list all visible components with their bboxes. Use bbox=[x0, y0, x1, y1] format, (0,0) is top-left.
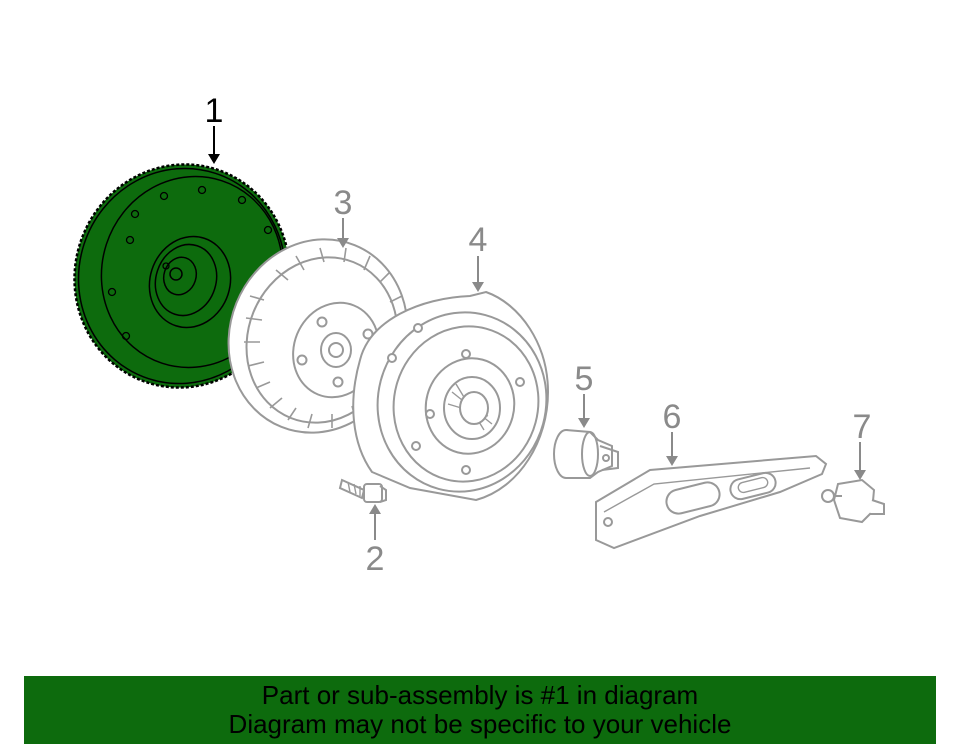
callout-4-label: 4 bbox=[469, 221, 488, 259]
part-7-pivot[interactable] bbox=[821, 478, 885, 524]
callout-1[interactable]: 1 bbox=[205, 92, 224, 164]
info-banner: Part or sub-assembly is #1 in diagram Di… bbox=[24, 676, 936, 744]
callout-2[interactable]: 2 bbox=[366, 504, 385, 578]
part-5-release-bearing[interactable] bbox=[553, 429, 619, 479]
part-4-pressure-plate[interactable] bbox=[352, 290, 566, 511]
banner-line-1: Part or sub-assembly is #1 in diagram bbox=[261, 680, 699, 710]
callout-7-label: 7 bbox=[853, 408, 872, 446]
callout-1-label: 1 bbox=[205, 92, 224, 130]
callout-3[interactable]: 3 bbox=[334, 184, 353, 248]
callout-6-label: 6 bbox=[663, 398, 682, 436]
callout-2-label: 2 bbox=[366, 540, 385, 578]
callout-7[interactable]: 7 bbox=[853, 408, 872, 480]
callout-5[interactable]: 5 bbox=[575, 360, 594, 428]
callout-6[interactable]: 6 bbox=[663, 398, 682, 466]
part-2-bolt[interactable] bbox=[338, 478, 387, 503]
parts-diagram: 1 3 4 5 6 7 2 bbox=[73, 92, 885, 578]
callout-5-label: 5 bbox=[575, 360, 594, 398]
callout-3-label: 3 bbox=[334, 184, 353, 222]
part-6-release-fork[interactable] bbox=[595, 454, 828, 550]
banner-line-2: Diagram may not be specific to your vehi… bbox=[228, 709, 732, 739]
callout-4[interactable]: 4 bbox=[469, 221, 488, 292]
